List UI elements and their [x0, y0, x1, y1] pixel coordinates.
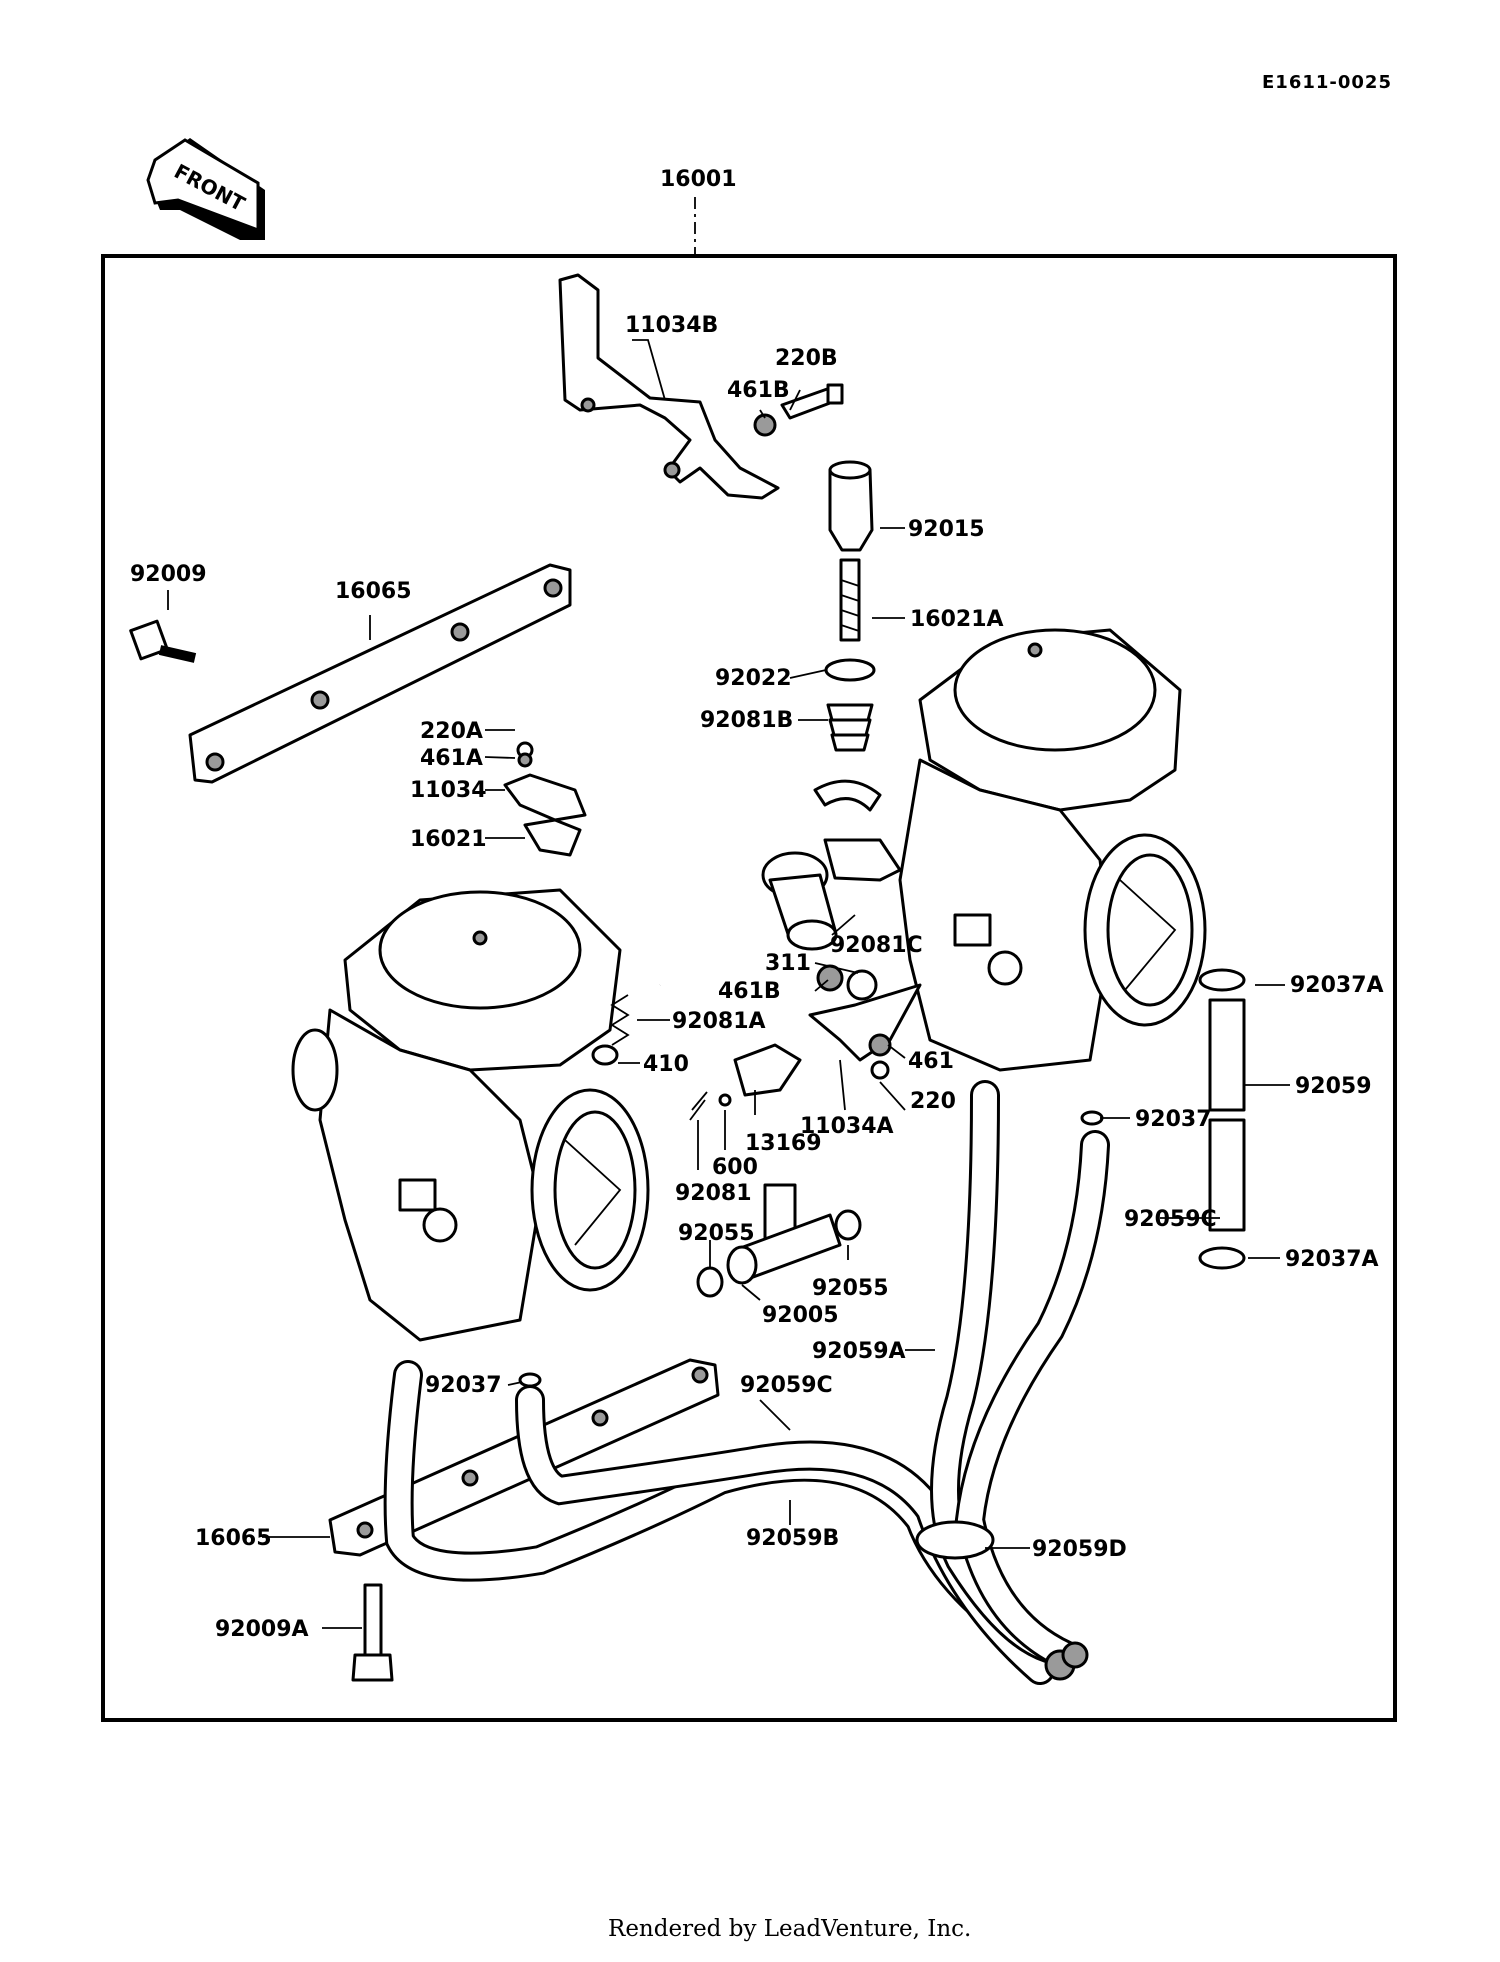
cable-holder-11034 [503, 741, 587, 857]
label-92081B: 92081B [700, 708, 793, 733]
label-220B: 220B [775, 346, 838, 371]
label-92081C: 92081C [830, 933, 923, 958]
screw-220B [780, 383, 844, 420]
label-92081A: 92081A [672, 1009, 766, 1034]
label-461B-mid: 461B [718, 979, 781, 1004]
label-16021: 16021 [410, 827, 487, 852]
label-16065-bot: 16065 [195, 1526, 272, 1551]
fuel-tee-92005 [726, 1183, 842, 1285]
label-92022: 92022 [715, 666, 792, 691]
label-461B-top: 461B [727, 378, 790, 403]
throttle-bracket-11034B [558, 273, 780, 500]
leader-lines [167, 339, 1290, 1629]
bolt-92009 [129, 619, 197, 663]
label-92015: 92015 [908, 517, 985, 542]
label-92055-right: 92055 [812, 1276, 889, 1301]
nut-461 [868, 1033, 892, 1057]
label-220: 220 [910, 1089, 956, 1114]
label-92037A-bot: 92037A [1285, 1247, 1379, 1272]
label-16065-top: 16065 [335, 579, 412, 604]
washer-461B-top [753, 413, 777, 437]
label-92059C-right: 92059C [1124, 1207, 1217, 1232]
left-carburetor [291, 888, 650, 1342]
label-92037-right: 92037 [1135, 1107, 1212, 1132]
label-11034: 11034 [410, 778, 487, 803]
label-92059: 92059 [1295, 1074, 1372, 1099]
label-92059A: 92059A [812, 1339, 906, 1364]
washer-92055-left [696, 1266, 724, 1298]
clamp-92037A-top [1198, 968, 1246, 992]
throttle-cable-inner [578, 743, 765, 987]
right-carburetor [898, 628, 1207, 1072]
label-13169: 13169 [745, 1131, 822, 1156]
mount-plate-16065-top [188, 563, 572, 784]
hose-92059-lower [1208, 1118, 1246, 1232]
washer-92055-right [834, 1209, 862, 1241]
label-92037-left: 92037 [425, 1373, 502, 1398]
footer-credit: Rendered by LeadVenture, Inc. [608, 1916, 971, 1942]
label-92009A: 92009A [215, 1617, 309, 1642]
drain-hoses [383, 1080, 1110, 1685]
spring-92081 [689, 1091, 708, 1121]
bolt-92009A [351, 1583, 394, 1682]
label-92081: 92081 [675, 1181, 752, 1206]
label-92059B: 92059B [746, 1526, 839, 1551]
adjuster-stack [813, 460, 902, 882]
nut-311 [846, 969, 878, 1001]
clamp-92037-right [1080, 1110, 1104, 1126]
label-410: 410 [643, 1052, 689, 1077]
label-16021A: 16021A [910, 607, 1004, 632]
label-11034B: 11034B [625, 313, 718, 338]
label-461: 461 [908, 1049, 954, 1074]
assembly-frame [101, 254, 1397, 1722]
hose-92059 [1208, 998, 1246, 1112]
label-11034A: 11034A [800, 1114, 894, 1139]
spring-92081A [610, 994, 630, 1046]
label-92037A-top: 92037A [1290, 973, 1384, 998]
washer-410 [591, 1044, 619, 1066]
label-92009: 92009 [130, 562, 207, 587]
screw-220 [870, 1060, 890, 1080]
label-92055-left: 92055 [678, 1221, 755, 1246]
clamp-92037-left [518, 1372, 542, 1388]
diagram-code: E1611-0025 [1262, 72, 1392, 93]
label-220A: 220A [420, 719, 483, 744]
label-92059C-bot: 92059C [740, 1373, 833, 1398]
ball-600 [718, 1093, 732, 1107]
plate-13169 [733, 1043, 802, 1097]
label-311: 311 [765, 951, 811, 976]
label-461A: 461A [420, 746, 483, 771]
label-92005: 92005 [762, 1303, 839, 1328]
boot-92081C [761, 851, 838, 951]
label-600: 600 [712, 1155, 758, 1180]
clamp-92037A-bot [1198, 1246, 1246, 1270]
front-arrow-icon: FRONT [146, 138, 265, 240]
assembly-label: 16001 [660, 167, 737, 192]
label-92059D: 92059D [1032, 1537, 1127, 1562]
